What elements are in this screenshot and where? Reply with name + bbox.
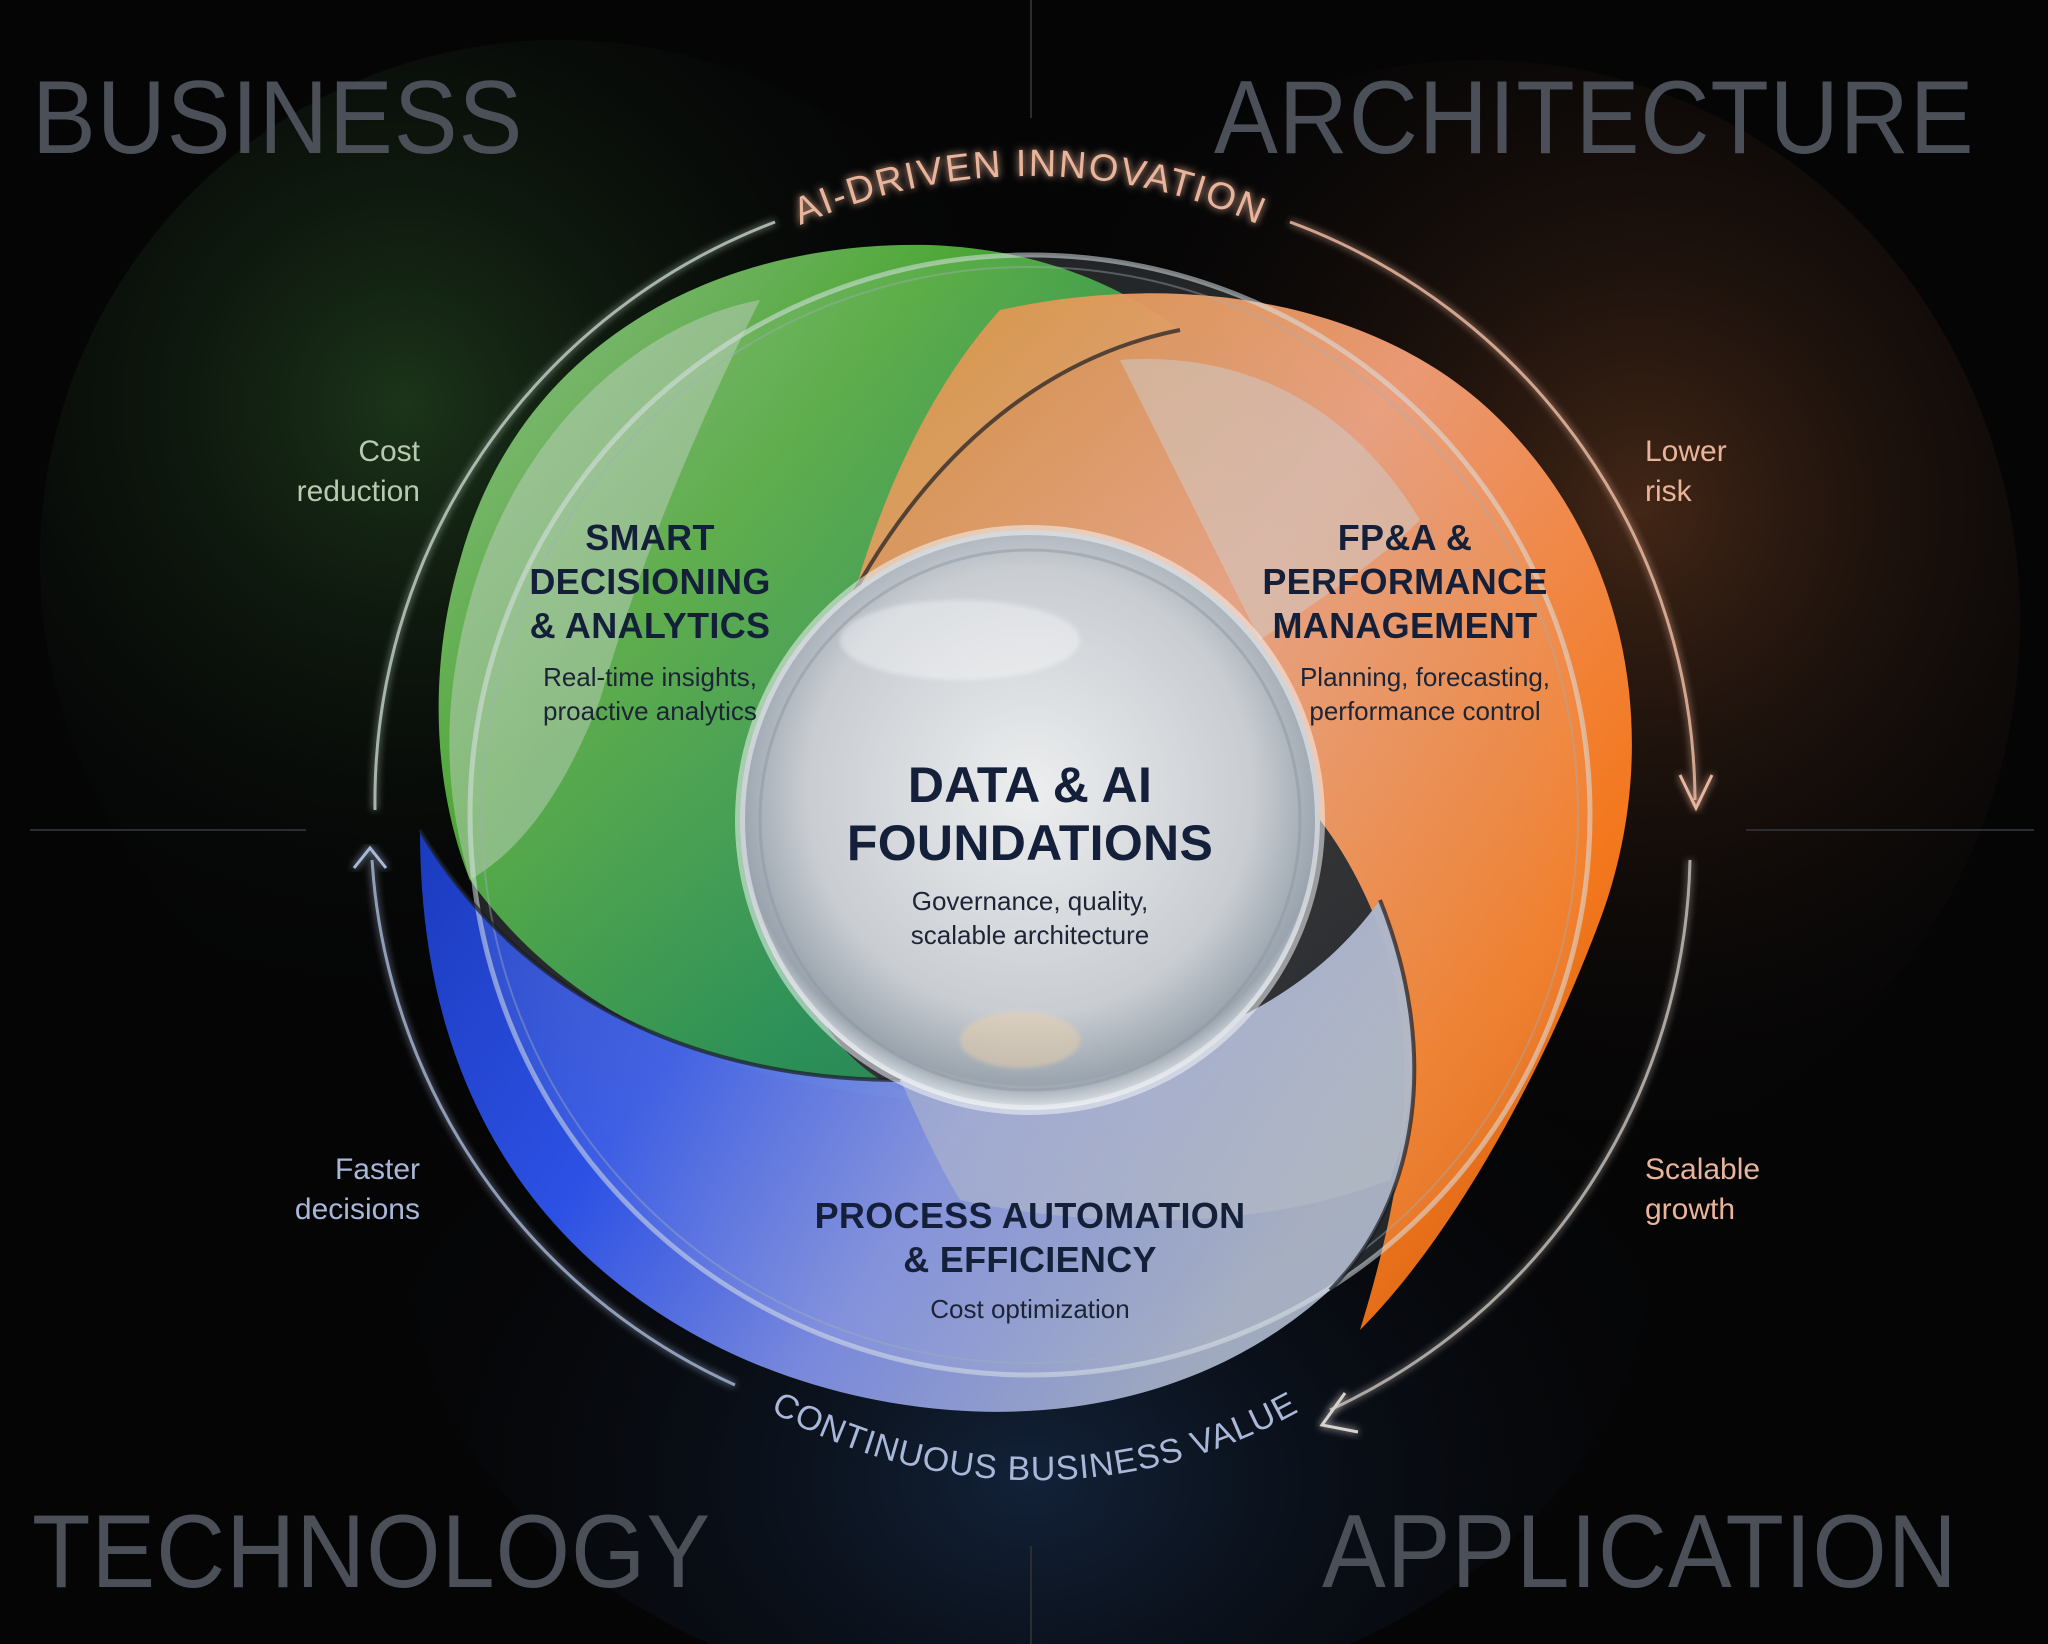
center-sphere: [740, 530, 1320, 1110]
segment-center-subtitle: Governance, quality, scalable architectu…: [910, 886, 1150, 950]
benefit-faster-decisions: Faster decisions: [294, 1153, 420, 1226]
ring-arc-bottom-left: [370, 859, 736, 1387]
divider-top-vertical: [1030, 0, 1032, 118]
quadrant-label-architecture: ARCHITECTURE: [1214, 60, 1975, 176]
segment-process-subtitle: Cost optimization: [930, 1294, 1130, 1324]
segment-fpa-subtitle: Planning, forecasting, performance contr…: [1299, 662, 1551, 726]
quadrant-label-application: APPLICATION: [1322, 1494, 1958, 1610]
divider-bottom-vertical: [1030, 1546, 1032, 1644]
arrow-down-icon: [1678, 774, 1714, 812]
arrow-up-icon: [352, 845, 388, 869]
ring-arc-bottom-right: [1329, 859, 1692, 1412]
divider-right-horizontal: [1746, 829, 2034, 831]
segment-fpa-title: FP&A & PERFORMANCE MANAGEMENT: [1262, 517, 1548, 646]
segment-smart-subtitle: Real-time insights, proactive analytics: [543, 662, 757, 726]
segment-smart-title: SMART DECISIONING & ANALYTICS: [529, 517, 771, 646]
arrow-left-icon: [1319, 1392, 1359, 1434]
divider-left-horizontal: [30, 829, 306, 831]
ring-label-top: AI-DRIVEN INNOVATION: [787, 143, 1272, 234]
benefit-lower-risk: Lower risk: [1645, 435, 1727, 508]
segment-process-title: PROCESS AUTOMATION & EFFICIENCY: [814, 1195, 1246, 1280]
quadrant-label-business: BUSINESS: [32, 60, 524, 176]
benefit-scalable-growth: Scalable growth: [1645, 1153, 1761, 1226]
ring-arc-top-right: [1289, 220, 1697, 801]
segment-center-title: DATA & AI FOUNDATIONS: [846, 757, 1214, 871]
ring-arc-top-left: [373, 220, 776, 811]
benefit-cost-reduction: Cost reduction: [296, 435, 420, 508]
quadrant-label-technology: TECHNOLOGY: [32, 1494, 712, 1610]
